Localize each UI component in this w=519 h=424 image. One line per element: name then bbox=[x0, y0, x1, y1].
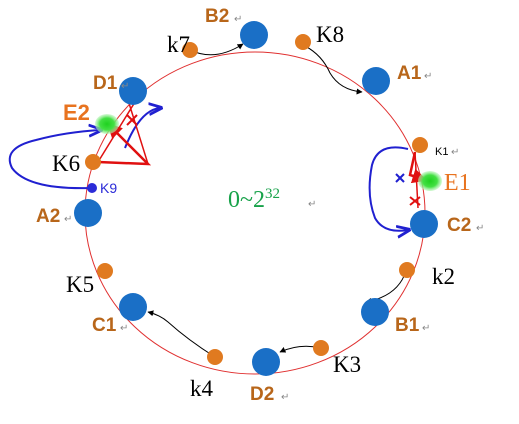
label-a1: A1 bbox=[397, 63, 422, 84]
return-mark: ↵ bbox=[451, 147, 459, 158]
return-mark: ↵ bbox=[121, 81, 129, 92]
label-k6: K6 bbox=[52, 151, 80, 176]
new-server-node-e2 bbox=[95, 114, 119, 134]
server-node-c1 bbox=[119, 293, 147, 321]
key-node-k5 bbox=[97, 263, 113, 279]
arrow-k8-to-a1 bbox=[304, 45, 363, 95]
return-mark: ↵ bbox=[424, 71, 432, 82]
key-node-k3 bbox=[313, 340, 329, 356]
label-a2: A2 bbox=[36, 206, 60, 227]
annotation-k1-path bbox=[368, 146, 408, 230]
label-k1: K1 bbox=[435, 146, 448, 158]
label-b2: B2 bbox=[205, 6, 229, 27]
label-e2: E2 bbox=[63, 100, 90, 125]
server-node-a2 bbox=[74, 199, 102, 227]
label-c2: C2 bbox=[447, 215, 471, 236]
range-exponent: 32 bbox=[265, 186, 280, 202]
label-e1: E1 bbox=[444, 170, 471, 196]
label-b1: B1 bbox=[395, 315, 420, 336]
label-d2: D2 bbox=[250, 384, 274, 405]
return-mark: ↵ bbox=[234, 14, 242, 25]
server-node-d2 bbox=[252, 348, 280, 376]
server-node-c2 bbox=[410, 210, 438, 238]
label-k4: k4 bbox=[190, 376, 214, 401]
server-node-d1 bbox=[119, 77, 147, 105]
annotation-k9-to-d1 bbox=[124, 108, 160, 149]
key-node-k8 bbox=[295, 34, 311, 50]
server-node-b2 bbox=[240, 21, 268, 49]
arrow-k4-to-c1 bbox=[147, 310, 216, 358]
server-node-a1 bbox=[362, 67, 390, 95]
return-mark: ↵ bbox=[308, 199, 316, 210]
label-k3: K3 bbox=[333, 352, 361, 377]
label-k7: k7 bbox=[167, 32, 190, 57]
annotation-red-e2-c bbox=[97, 101, 136, 163]
annotation-red-e2-b bbox=[127, 99, 149, 165]
cross-mark-e1-lower bbox=[409, 196, 421, 206]
label-c1: C1 bbox=[92, 315, 117, 336]
return-mark: ↵ bbox=[64, 214, 72, 225]
range-label: 0~232 bbox=[228, 186, 280, 213]
cross-mark-e2 bbox=[126, 114, 138, 126]
key-node-k9 bbox=[87, 183, 97, 193]
new-server-node-e1 bbox=[418, 171, 442, 191]
return-mark: ↵ bbox=[120, 323, 128, 334]
label-d1: D1 bbox=[93, 73, 118, 94]
key-node-k2 bbox=[399, 262, 415, 278]
return-mark: ↵ bbox=[476, 223, 484, 234]
label-k2: k2 bbox=[432, 264, 455, 289]
key-node-k7 bbox=[182, 42, 198, 58]
cross-mark-e1-upper bbox=[395, 173, 405, 183]
label-k9: K9 bbox=[100, 180, 117, 196]
key-node-k4 bbox=[207, 349, 223, 365]
server-node-b1 bbox=[361, 298, 389, 326]
annotation-k9-path bbox=[8, 130, 100, 190]
key-node-k6 bbox=[85, 154, 101, 170]
key-node-k1 bbox=[412, 137, 428, 153]
label-k8: K8 bbox=[316, 22, 344, 47]
label-k5: K5 bbox=[66, 272, 94, 297]
return-mark: ↵ bbox=[422, 323, 430, 334]
return-mark: ↵ bbox=[281, 392, 289, 403]
